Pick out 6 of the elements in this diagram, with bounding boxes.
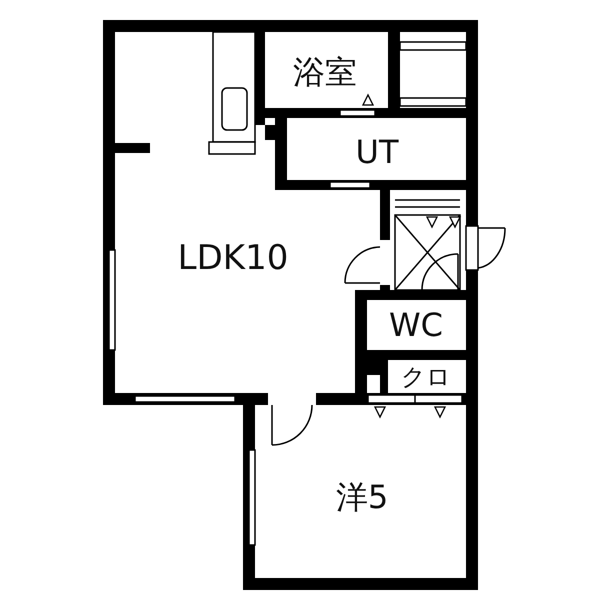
room-label: クロ bbox=[401, 365, 451, 389]
room-label: LDK10 bbox=[178, 241, 288, 275]
room-label: UT bbox=[356, 136, 398, 168]
room-label: 洋5 bbox=[336, 481, 388, 513]
room-label: WC bbox=[389, 309, 443, 341]
room-label: 浴室 bbox=[293, 56, 357, 88]
